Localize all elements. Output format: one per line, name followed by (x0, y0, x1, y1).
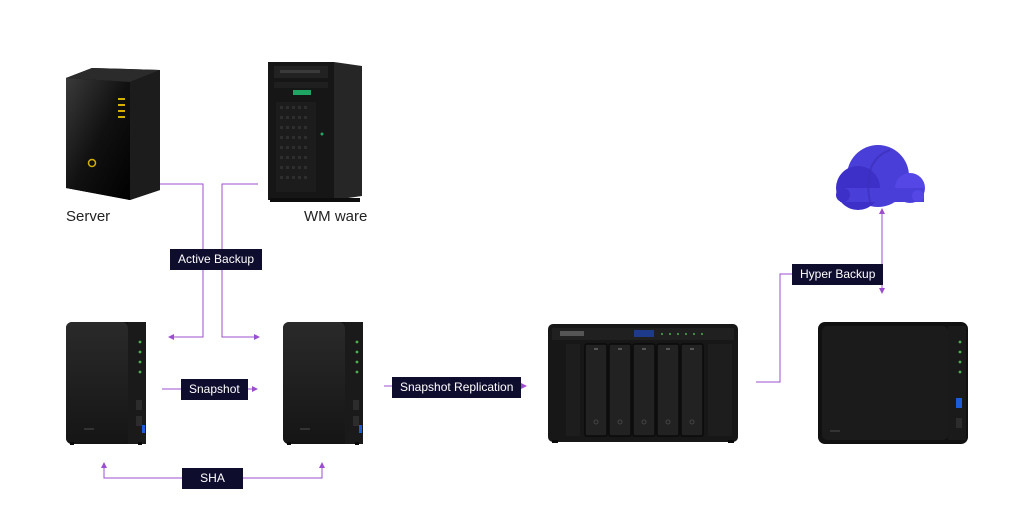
nas4-leds (958, 340, 962, 374)
nas-4bay (818, 322, 968, 444)
arrow-up-sha-left (101, 462, 107, 468)
server-power-button (87, 158, 97, 168)
arrow-right-nas2 (254, 334, 260, 340)
server-device (66, 68, 160, 200)
cloud-icon (836, 145, 925, 210)
vmware-vent-grid (276, 102, 316, 192)
nas2-leds (355, 340, 359, 374)
nas5-drive-bays (584, 343, 704, 437)
arrow-heads (101, 208, 885, 468)
arrow-down-nas4 (879, 288, 885, 294)
server-front-panel (66, 78, 130, 200)
arrow-right-replication (521, 383, 527, 389)
nas5-display (634, 330, 654, 337)
vmware-device (268, 62, 362, 202)
connector-lines (103, 183, 883, 479)
snapshot-replication-label: Snapshot Replication (392, 377, 522, 398)
vmware-label: WM ware (304, 208, 368, 225)
arrow-right-snapshot (252, 386, 258, 392)
nas-2bay-secondary (283, 322, 363, 445)
nas-5bay (548, 324, 738, 443)
arrow-left-nas1 (168, 334, 174, 340)
hyper-backup-label: Hyper Backup (792, 264, 884, 285)
server-label: Server (66, 208, 111, 225)
snapshot-label: Snapshot (181, 379, 248, 400)
sha-label: SHA (182, 468, 243, 489)
arrow-up-cloud (879, 208, 885, 214)
arrow-up-sha-right (319, 462, 325, 468)
active-backup-label: Active Backup (170, 249, 263, 270)
nas1-leds (138, 340, 142, 374)
vmware-status-strip (293, 90, 311, 95)
server-drive-leds (118, 98, 125, 118)
nas-2bay-primary (66, 322, 146, 445)
